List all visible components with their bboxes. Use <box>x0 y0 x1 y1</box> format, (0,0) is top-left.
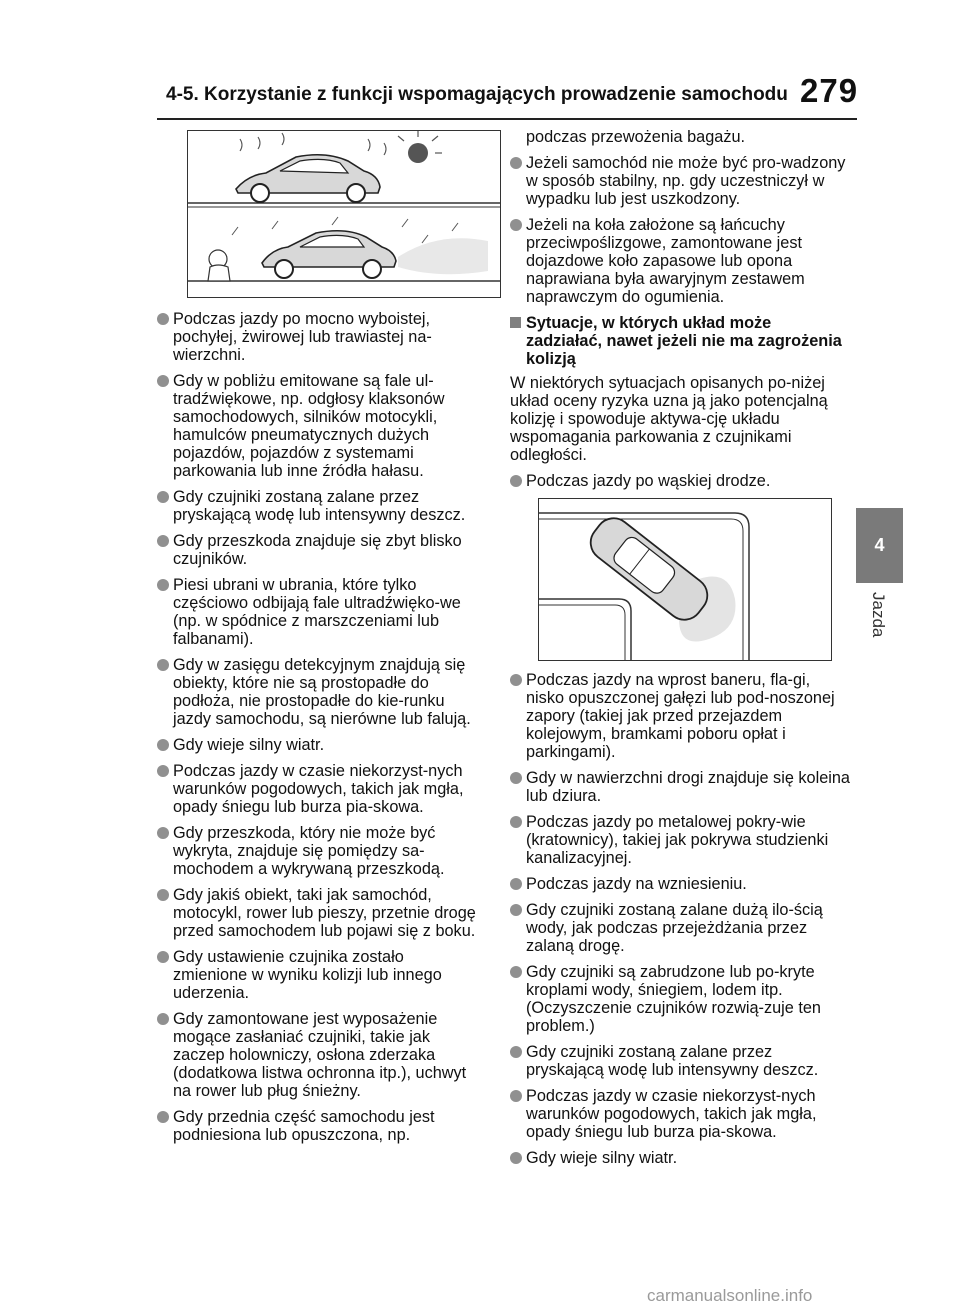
page-header: 4-5. Korzystanie z funkcji wspomagającyc… <box>0 0 960 120</box>
bullet-icon <box>510 1046 522 1058</box>
list-item: Gdy w nawierzchni drogi znajduje się kol… <box>510 769 850 805</box>
bullet-icon <box>510 966 522 978</box>
bullet-icon <box>157 491 169 503</box>
bullet-icon <box>157 535 169 547</box>
illustration-narrow-road <box>538 498 832 661</box>
list-item: Gdy jakiś obiekt, taki jak samochód, mot… <box>157 886 480 940</box>
intro-paragraph: W niektórych sytuacjach opisanych po-niż… <box>510 374 828 464</box>
chapter-number: 4 <box>874 535 885 555</box>
right-bullet-list-b: Podczas jazdy po wąskiej drodze. <box>510 472 850 490</box>
watermark: carmanualsonline.info <box>647 1286 813 1305</box>
square-bullet-icon <box>510 317 521 328</box>
list-item: Podczas jazdy w czasie niekorzyst-nych w… <box>157 762 480 816</box>
list-item: Gdy przednia część samochodu jest podnie… <box>157 1108 480 1144</box>
bullet-icon <box>157 765 169 777</box>
bullet-icon <box>157 1111 169 1123</box>
bullet-icon <box>157 1013 169 1025</box>
list-item: Piesi ubrani w ubrania, które tylko częś… <box>157 576 480 648</box>
bullet-icon <box>510 772 522 784</box>
left-bullet-list: Podczas jazdy po mocno wyboistej, pochył… <box>157 310 480 1144</box>
list-item: Podczas jazdy po wąskiej drodze. <box>510 472 850 490</box>
sub-heading: Sytuacje, w których układ może zadziałać… <box>510 314 850 368</box>
list-item: Podczas jazdy w czasie niekorzyst-nych w… <box>510 1087 850 1141</box>
bullet-icon <box>510 157 522 169</box>
bullet-icon <box>510 219 522 231</box>
bullet-icon <box>157 313 169 325</box>
list-item: Podczas jazdy na wprost baneru, fla-gi, … <box>510 671 850 761</box>
bullet-icon <box>157 579 169 591</box>
list-item: Gdy w pobliżu emitowane są fale ul-tradź… <box>157 372 480 480</box>
bullet-icon <box>510 816 522 828</box>
list-item: Gdy w zasięgu detekcyjnym znajdują się o… <box>157 656 480 728</box>
bullet-icon <box>510 1152 522 1164</box>
section-title: 4-5. Korzystanie z funkcji wspomagającyc… <box>166 84 788 105</box>
list-item: Jeżeli na koła założone są łańcuchy prze… <box>510 216 850 306</box>
list-item: Gdy zamontowane jest wyposażenie mogące … <box>157 1010 480 1100</box>
bullet-icon <box>157 739 169 751</box>
list-item: Gdy czujniki zostaną zalane przez pryska… <box>510 1043 850 1079</box>
list-item: Gdy czujniki zostaną zalane dużą ilo-ści… <box>510 901 850 955</box>
list-item: Podczas jazdy po mocno wyboistej, pochył… <box>157 310 480 364</box>
list-item: Gdy czujniki zostaną zalane przez pryska… <box>157 488 480 524</box>
list-item: Gdy przeszkoda, który nie może być wykry… <box>157 824 480 878</box>
right-bullet-list-a: Jeżeli samochód nie może być pro-wadzony… <box>510 154 850 306</box>
header-rule <box>157 118 857 120</box>
list-item: Jeżeli samochód nie może być pro-wadzony… <box>510 154 850 208</box>
chapter-label: Jazda <box>869 592 888 638</box>
car-conditions-illustration <box>188 131 500 282</box>
bullet-icon <box>157 375 169 387</box>
bullet-icon <box>510 1090 522 1102</box>
list-item: Podczas jazdy po metalowej pokry-wie (kr… <box>510 813 850 867</box>
bullet-icon <box>510 878 522 890</box>
bullet-icon <box>157 827 169 839</box>
bullet-icon <box>157 951 169 963</box>
chapter-tab[interactable]: 4 <box>856 508 903 583</box>
list-item: Gdy przeszkoda znajduje się zbyt blisko … <box>157 532 480 568</box>
bullet-icon <box>510 674 522 686</box>
illustration-rough-road-and-rain <box>187 130 501 298</box>
bullet-icon <box>510 475 522 487</box>
left-column: Podczas jazdy po mocno wyboistej, pochył… <box>157 128 501 1152</box>
continued-text: podczas przewożenia bagażu. <box>526 128 746 146</box>
list-item: Gdy wieje silny wiatr. <box>510 1149 850 1167</box>
list-item: Podczas jazdy na wzniesieniu. <box>510 875 850 893</box>
bullet-icon <box>157 889 169 901</box>
right-bullet-list-c: Podczas jazdy na wprost baneru, fla-gi, … <box>510 671 850 1167</box>
bullet-icon <box>157 659 169 671</box>
list-item: Gdy czujniki są zabrudzone lub po-kryte … <box>510 963 850 1035</box>
list-item: Gdy ustawienie czujnika zostało zmienion… <box>157 948 480 1002</box>
page-number: 279 <box>800 72 859 109</box>
narrow-road-illustration <box>539 512 750 660</box>
bullet-icon <box>510 904 522 916</box>
right-column: podczas przewożenia bagażu. Jeżeli samoc… <box>510 128 850 1175</box>
list-item: Gdy wieje silny wiatr. <box>157 736 480 754</box>
